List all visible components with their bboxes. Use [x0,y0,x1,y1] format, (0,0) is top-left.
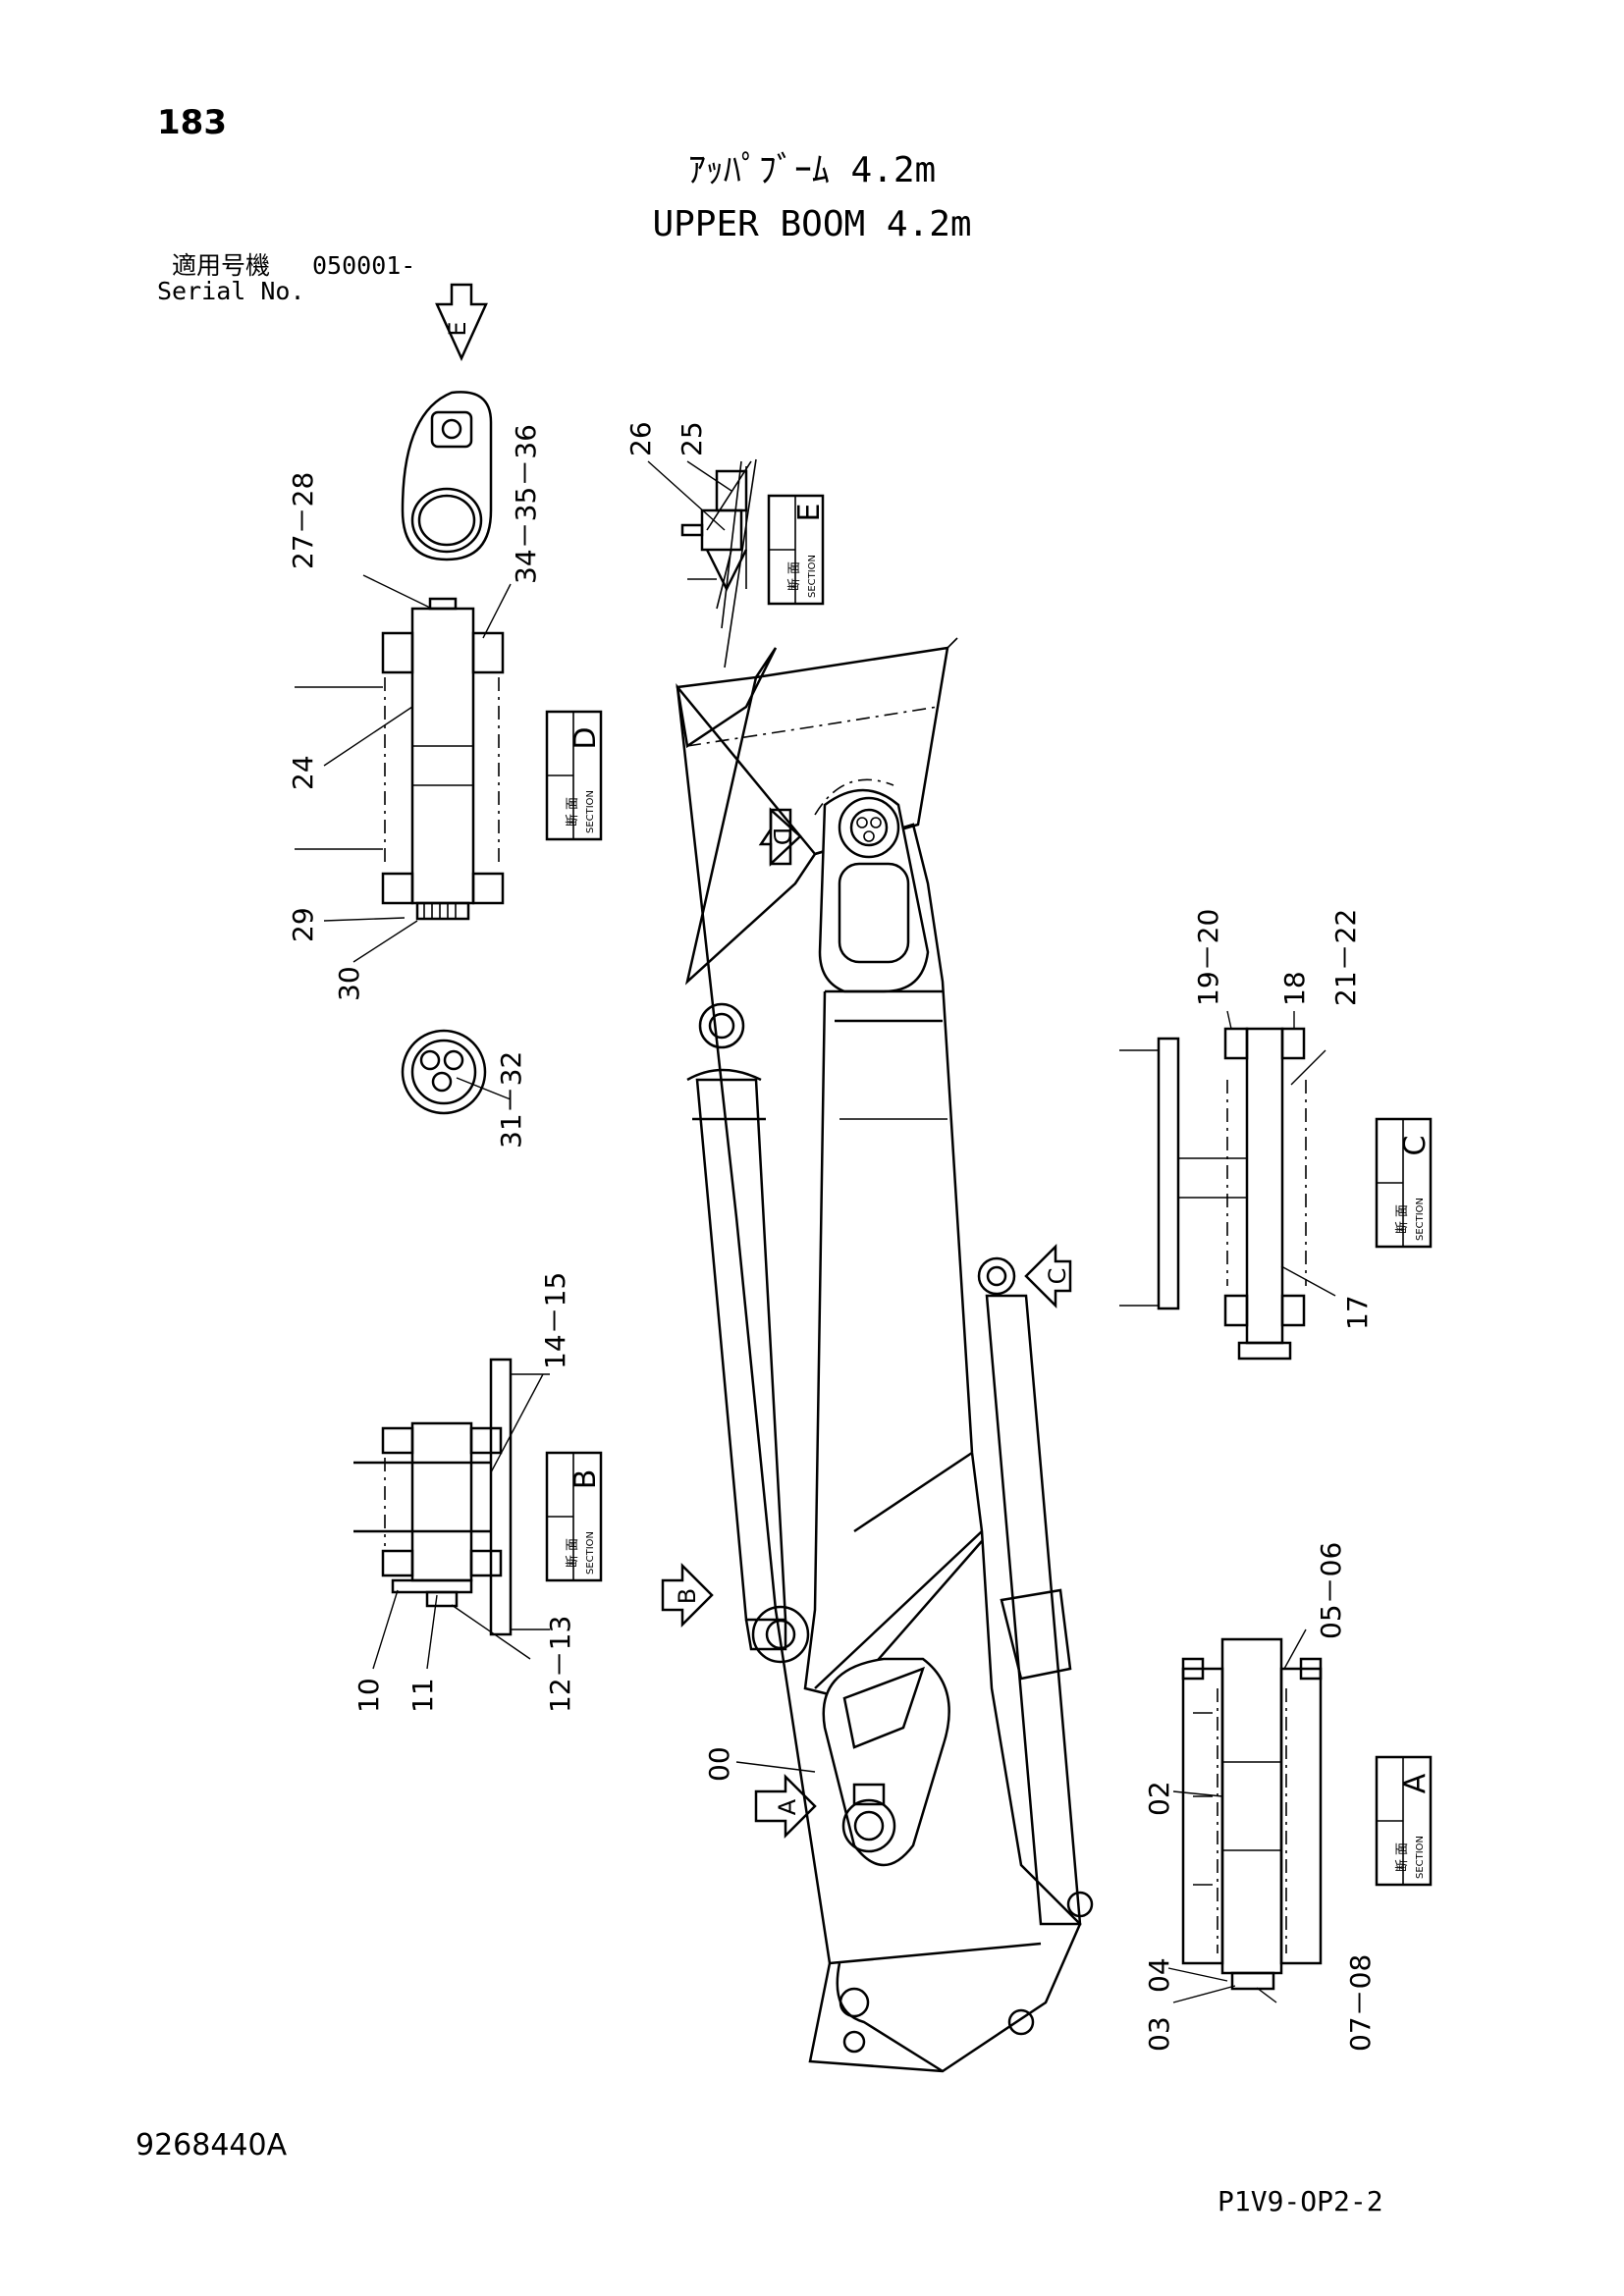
detail-c-section-drawing [1119,1027,1307,1361]
callout-34-35-36: 34－35－36 [510,424,542,584]
section-label-d: D 断 面 SECTION [545,710,603,841]
section-d-letter: D [568,726,603,749]
section-a-letter: A [1398,1773,1433,1793]
callout-17: 17 [1341,1295,1374,1330]
serial-value: 050001- [312,251,416,280]
detail-b-section-drawing [353,1358,550,1636]
view-arrow-b: B [661,1562,714,1629]
section-b-label-en: SECTION [585,1531,596,1575]
callout-14-15: 14－15 [539,1272,571,1369]
callout-31-32: 31－32 [495,1051,527,1148]
callout-07-08: 07－08 [1344,1954,1377,2052]
view-arrow-e: E [435,283,488,362]
document-number: 9268440A [135,2128,288,2163]
callout-30: 30 [333,966,365,1001]
view-arrow-c-letter: C [1044,1268,1071,1285]
boom-main-assembly [676,458,1094,2073]
callout-10: 10 [352,1678,385,1713]
callout-12-13: 12－13 [544,1616,576,1713]
callout-26: 26 [624,421,657,456]
section-a-label-jp: 断 面 [1395,1842,1410,1872]
section-label-b: B 断 面 SECTION [545,1451,603,1582]
detail-e-drawing [680,460,752,629]
view-arrow-a: A [754,1773,817,1840]
view-arrow-e-letter: E [444,321,471,336]
callout-19-20: 19－20 [1192,909,1224,1006]
detail-d-section-drawing [295,597,505,921]
section-e-label-jp: 断 面 [787,561,802,591]
section-b-label-jp: 断 面 [566,1538,580,1568]
callout-05-06: 05－06 [1315,1542,1347,1639]
callout-27-28: 27－28 [287,472,319,569]
page-number: 183 [157,103,227,142]
title-english: UPPER BOOM 4.2m [652,204,972,244]
callout-00: 00 [703,1746,735,1782]
view-arrow-d-letter: D [768,828,795,845]
callout-11: 11 [406,1678,439,1713]
view-arrow-d: D [758,807,802,867]
callout-25: 25 [676,421,708,456]
callout-02: 02 [1143,1781,1175,1816]
section-label-e: E 断 面 SECTION [767,494,827,606]
detail-d-end-view [401,1029,487,1115]
section-b-letter: B [568,1469,603,1490]
section-c-label-jp: 断 面 [1395,1204,1410,1234]
title-japanese: ｱｯﾊﾟﾌﾞｰﾑ 4.2m [687,150,937,190]
section-d-label-en: SECTION [585,790,596,833]
section-c-letter: C [1398,1136,1433,1156]
serial-label-en: Serial No. [157,277,305,305]
view-arrow-a-letter: A [774,1798,801,1815]
callout-18: 18 [1278,971,1311,1006]
section-label-a: A 断 面 SECTION [1375,1755,1433,1887]
section-e-letter: E [792,504,827,522]
serial-label-jp: 適用号機 [172,251,271,280]
callout-24: 24 [287,755,319,790]
part-callouts: 27－28 34－35－36 24 29 30 31－32 26 25 19－2… [287,421,1377,2052]
detail-a-section-drawing [1181,1637,1323,1991]
leader-lines [323,460,1336,2003]
section-d-label-jp: 断 面 [566,797,580,827]
callout-03: 03 [1143,2016,1175,2052]
callout-29: 29 [287,907,319,942]
page-reference: P1V9-OP2-2 [1218,2185,1383,2217]
callout-21-22: 21－22 [1329,909,1362,1006]
view-arrow-c: C [1024,1243,1072,1309]
view-arrow-b-letter: B [674,1588,701,1604]
section-label-c: C 断 面 SECTION [1375,1117,1433,1249]
callout-04: 04 [1143,1957,1175,1993]
detail-d-boss-view [401,391,493,561]
section-a-label-en: SECTION [1415,1836,1426,1879]
section-c-label-en: SECTION [1415,1198,1426,1241]
section-e-label-en: SECTION [807,555,818,598]
